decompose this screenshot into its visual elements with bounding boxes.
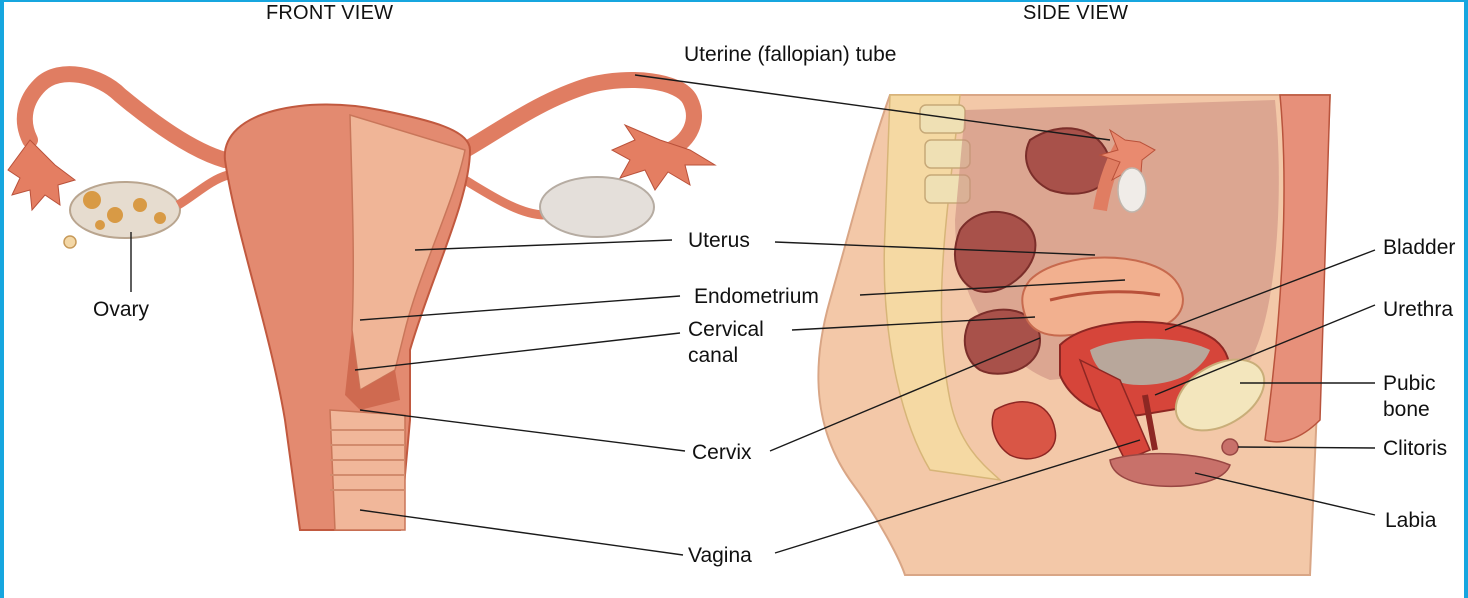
label-uterine-tube: Uterine (fallopian) tube	[684, 42, 896, 67]
label-cervical-canal-line2: canal	[688, 343, 738, 368]
side-ovary	[1118, 168, 1146, 212]
left-fimbriae	[8, 140, 75, 210]
side-view-heading: SIDE VIEW	[1023, 2, 1128, 25]
leader-uterus-front	[415, 240, 672, 250]
ovum	[64, 236, 76, 248]
vagina-section	[330, 410, 405, 530]
label-ovary: Ovary	[93, 297, 149, 322]
label-clitoris: Clitoris	[1383, 436, 1447, 461]
label-labia: Labia	[1385, 508, 1436, 533]
label-pubic-bone-line2: bone	[1383, 397, 1430, 422]
label-uterus: Uterus	[688, 228, 750, 253]
right-ovary	[540, 177, 654, 237]
leader-clitoris	[1238, 447, 1375, 448]
right-fallopian-tube-lower	[465, 180, 545, 215]
leader-vagina-front	[360, 510, 683, 555]
left-ovary	[70, 182, 180, 238]
label-urethra: Urethra	[1383, 297, 1453, 322]
ovarian-ligament	[178, 175, 228, 205]
front-view-heading: FRONT VIEW	[266, 2, 393, 25]
label-cervical-canal-line1: Cervical	[688, 317, 764, 342]
label-bladder: Bladder	[1383, 235, 1455, 260]
label-cervix: Cervix	[692, 440, 752, 465]
clitoris	[1222, 439, 1238, 455]
label-vagina: Vagina	[688, 543, 752, 568]
right-fimbriae	[612, 125, 715, 190]
label-pubic-bone-line1: Pubic	[1383, 371, 1436, 396]
label-endometrium: Endometrium	[694, 284, 819, 309]
left-fallopian-tube	[25, 74, 225, 160]
side-view-illustration	[818, 95, 1330, 575]
